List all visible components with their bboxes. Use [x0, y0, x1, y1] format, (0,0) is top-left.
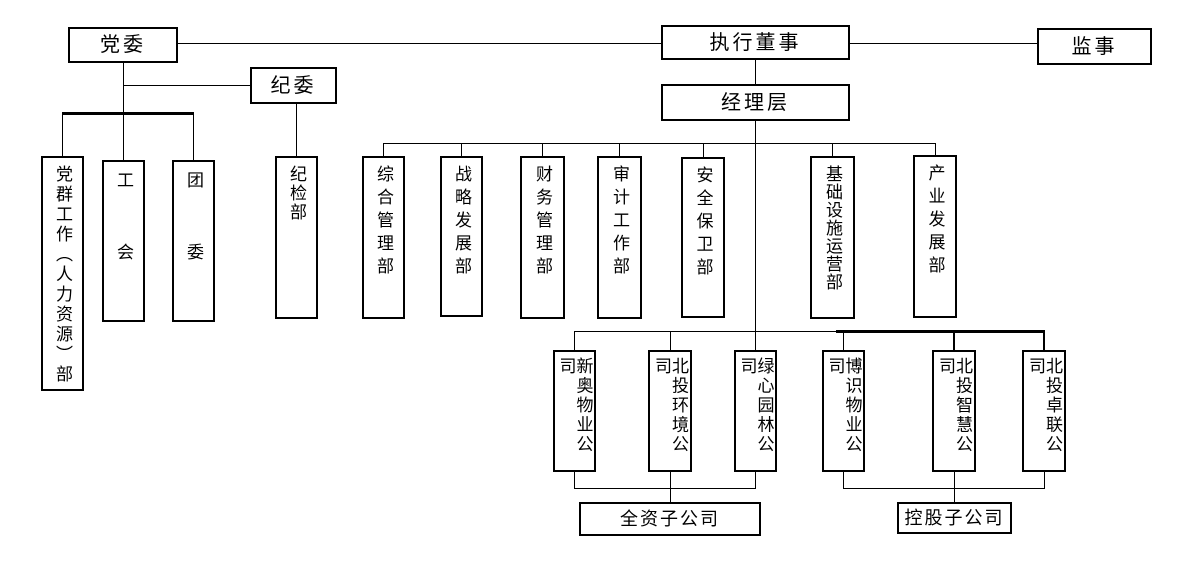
label-holding-subsidiaries: 控股子公司: [897, 502, 1012, 534]
connector-line: [178, 43, 661, 44]
node-labor-union: 工会: [102, 160, 145, 322]
connector-line: [843, 472, 844, 488]
connector-line: [123, 63, 124, 160]
connector-line: [123, 85, 250, 86]
node-party-mass-hr-dept: 党群工作（人力资源）部: [41, 156, 84, 391]
connector-line: [193, 114, 194, 160]
node-executive-director: 执行董事: [661, 25, 850, 60]
connector-line-thick: [953, 330, 955, 350]
node-infrastructure-operations-dept: 基础设施运营部: [810, 156, 855, 319]
connector-line: [62, 114, 63, 156]
connector-line: [935, 143, 936, 155]
node-discipline-inspection-dept: 纪检部: [275, 156, 318, 319]
connector-line: [383, 143, 384, 156]
connector-line: [296, 104, 297, 156]
connector-line: [755, 472, 756, 488]
node-finance-management-dept: 财务管理部: [520, 156, 565, 319]
node-supervisor: 监事: [1037, 28, 1152, 65]
connector-line: [461, 143, 462, 156]
node-management-team: 经理层: [661, 84, 850, 121]
connector-line: [574, 472, 575, 488]
connector-line: [383, 143, 936, 144]
connector-line: [954, 472, 955, 502]
connector-line: [574, 488, 756, 489]
label-wholly-owned-subsidiaries: 全资子公司: [579, 502, 761, 536]
connector-line: [850, 43, 1037, 44]
node-lvxin-landscape-company: 绿心园林公司: [734, 350, 777, 472]
node-strategic-development-dept: 战略发展部: [440, 156, 483, 317]
node-beitou-zhuolian-company: 北投卓联公司: [1022, 350, 1066, 472]
connector-line-thick: [62, 112, 194, 115]
node-discipline-committee: 纪委: [250, 67, 337, 104]
connector-line-thick: [1043, 330, 1045, 350]
connector-line: [542, 143, 543, 156]
connector-line: [619, 143, 620, 156]
connector-line: [670, 331, 671, 350]
node-xinao-property-company: 新奥物业公司: [553, 350, 596, 472]
connector-line: [574, 331, 838, 332]
connector-line: [1044, 472, 1045, 488]
node-audit-work-dept: 审计工作部: [597, 156, 642, 319]
node-boshi-property-company: 博识物业公司: [822, 350, 865, 472]
connector-line-thick: [836, 330, 1045, 333]
node-youth-league: 团委: [172, 160, 215, 322]
node-beitou-smart-company: 北投智慧公司: [932, 350, 976, 472]
connector-line: [843, 488, 1045, 489]
connector-line: [832, 143, 833, 156]
connector-line: [843, 331, 844, 350]
connector-line: [574, 331, 575, 350]
connector-line: [755, 121, 756, 350]
connector-line: [703, 143, 704, 157]
connector-line: [670, 472, 671, 502]
node-party-committee: 党委: [68, 27, 178, 63]
node-security-dept: 安全保卫部: [681, 157, 725, 318]
node-industry-development-dept: 产业发展部: [913, 155, 957, 318]
node-general-management-dept: 综合管理部: [362, 156, 405, 319]
node-beitou-environment-company: 北投环境公司: [648, 350, 692, 472]
connector-line: [755, 60, 756, 84]
